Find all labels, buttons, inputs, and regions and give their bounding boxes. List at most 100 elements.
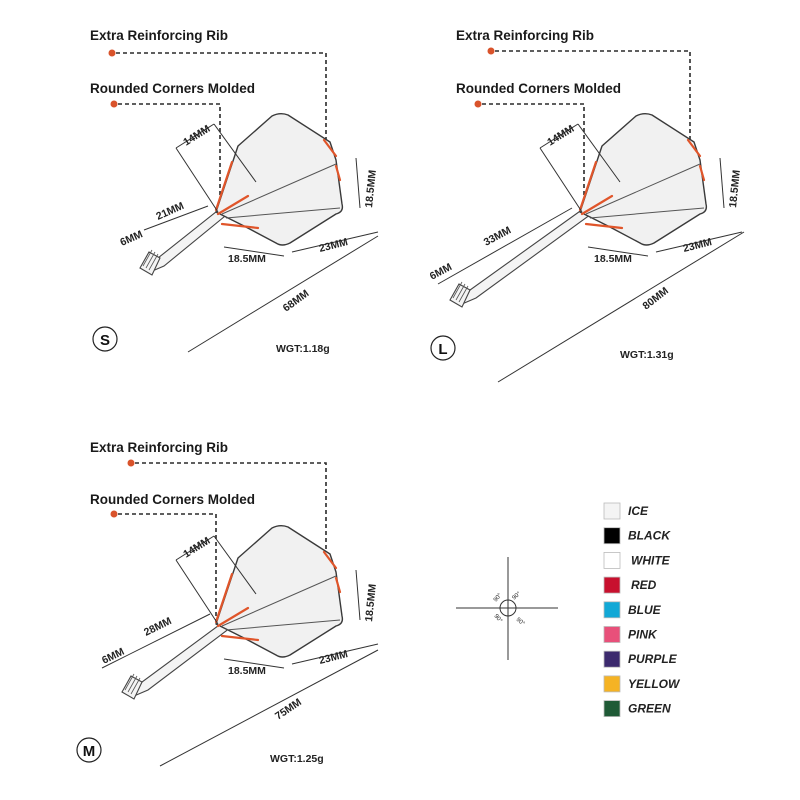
flight-fold: [221, 575, 341, 631]
corner-leader-line: [118, 103, 221, 208]
angle-q3: 90°: [492, 613, 503, 624]
reinforcing-rib: [214, 550, 342, 642]
color-swatch-ice: [603, 502, 621, 520]
rib-label: Extra Reinforcing Rib: [90, 440, 228, 455]
angle-crosshair: [456, 557, 558, 660]
color-legend: ICEBLACKWHITEREDBLUEPINKPURPLEYELLOWGREE…: [603, 502, 681, 717]
corner-leader-line: [118, 513, 217, 620]
dim-height: 18.5MM: [363, 583, 379, 622]
color-name-blue: BLUE: [628, 603, 662, 617]
corner-label: Rounded Corners Molded: [90, 492, 255, 507]
color-name-pink: PINK: [628, 628, 658, 642]
dim-bottom-right: 23MM: [682, 236, 713, 255]
color-swatch-white: [603, 552, 621, 569]
dim-tip: 6MM: [118, 228, 144, 249]
dim-shaft: 33MM: [482, 224, 514, 248]
color-name-black: BLACK: [628, 529, 671, 543]
shaft-tip: [449, 283, 471, 308]
dim-bottom-left: 18.5MM: [594, 253, 632, 265]
shaft: [460, 203, 595, 306]
dim-line-bottom-left: [223, 658, 285, 669]
weight: WGT:1.18g: [276, 343, 330, 355]
dim-bottom-right: 23MM: [318, 648, 349, 667]
dim-tip: 6MM: [100, 646, 126, 667]
dart-illustration: [449, 113, 708, 308]
color-name-green: GREEN: [628, 702, 671, 716]
dim-line-bottom-right: [655, 231, 743, 253]
dim-bottom-left: 18.5MM: [228, 253, 266, 265]
size-letter: L: [438, 341, 447, 358]
size-badge: [92, 326, 118, 352]
flight: [215, 525, 344, 658]
reinforcing-rib: [214, 138, 342, 230]
dim-total: 80MM: [640, 285, 671, 313]
shaft-thread: [142, 249, 159, 271]
dim-flight-width: 14MM: [181, 535, 212, 561]
dim-line-shaft: [437, 207, 573, 285]
size-badge: [76, 737, 102, 763]
dim-total: 75MM: [273, 696, 304, 722]
diagram-s: Extra Reinforcing Rib Rounded Corners Mo…: [90, 28, 379, 355]
dim-tip: 6MM: [428, 261, 454, 283]
dim-shaft: 28MM: [142, 615, 174, 639]
rib-label: Extra Reinforcing Rib: [456, 28, 594, 43]
dim-line-height: [719, 157, 725, 209]
color-swatch-red: [603, 576, 621, 594]
color-swatch-yellow: [603, 675, 621, 693]
dim-line-width: [175, 123, 257, 213]
dim-line-total: [187, 235, 379, 353]
flight: [579, 113, 708, 246]
shaft-thread: [124, 673, 141, 695]
dim-total: 68MM: [281, 287, 312, 314]
shaft-tip: [139, 251, 161, 276]
dim-bottom-right: 23MM: [318, 236, 349, 255]
color-name-purple: PURPLE: [628, 652, 678, 666]
flight: [215, 113, 344, 246]
angle-q2: 90°: [511, 591, 522, 602]
dim-shaft: 21MM: [154, 200, 186, 223]
angle-circle: [499, 599, 517, 617]
angle-q4: 90°: [515, 617, 526, 628]
shaft-thread: [452, 281, 469, 303]
dim-line-width: [539, 123, 621, 213]
angle-q1: 90°: [493, 592, 504, 603]
rib-label: Extra Reinforcing Rib: [90, 28, 228, 43]
rib-leader-line: [495, 50, 691, 146]
dim-line-shaft: [143, 205, 209, 231]
rib-marker-dot: [487, 47, 495, 55]
color-swatch-pink: [603, 626, 621, 643]
corner-label: Rounded Corners Molded: [456, 81, 621, 96]
color-name-white: WHITE: [631, 553, 671, 567]
dim-line-bottom-right: [291, 231, 379, 253]
color-swatch-green: [603, 700, 621, 717]
reinforcing-rib: [578, 138, 706, 230]
dim-line-total: [159, 649, 379, 767]
dim-bottom-left: 18.5MM: [228, 665, 266, 677]
size-letter: M: [83, 743, 96, 760]
rib-leader-line: [116, 52, 327, 146]
color-swatch-blue: [603, 601, 621, 619]
dim-line-total: [497, 231, 745, 383]
angle-marker: 90° 90° 90° 90°: [456, 557, 558, 660]
dim-line-bottom-left: [587, 246, 649, 257]
rib-marker-dot: [108, 49, 116, 57]
size-badge: [430, 335, 456, 361]
diagram-m: Extra Reinforcing Rib Rounded Corners Mo…: [76, 440, 379, 767]
flight-fold: [221, 163, 341, 219]
dart-illustration: [121, 525, 344, 700]
dim-line-shaft: [101, 613, 211, 669]
corner-marker-dot: [474, 100, 482, 108]
size-letter: S: [100, 332, 110, 349]
color-swatch-black: [603, 527, 621, 545]
flight-fold: [585, 163, 705, 219]
dim-line-height: [355, 157, 361, 209]
color-name-ice: ICE: [628, 504, 649, 518]
dim-line-bottom-left: [223, 246, 285, 257]
dim-height: 18.5MM: [363, 169, 379, 208]
dart-illustration: [139, 113, 344, 276]
color-name-red: RED: [631, 578, 657, 592]
corner-label: Rounded Corners Molded: [90, 81, 255, 96]
shaft-tip: [121, 675, 143, 700]
color-swatch-purple: [603, 650, 621, 668]
